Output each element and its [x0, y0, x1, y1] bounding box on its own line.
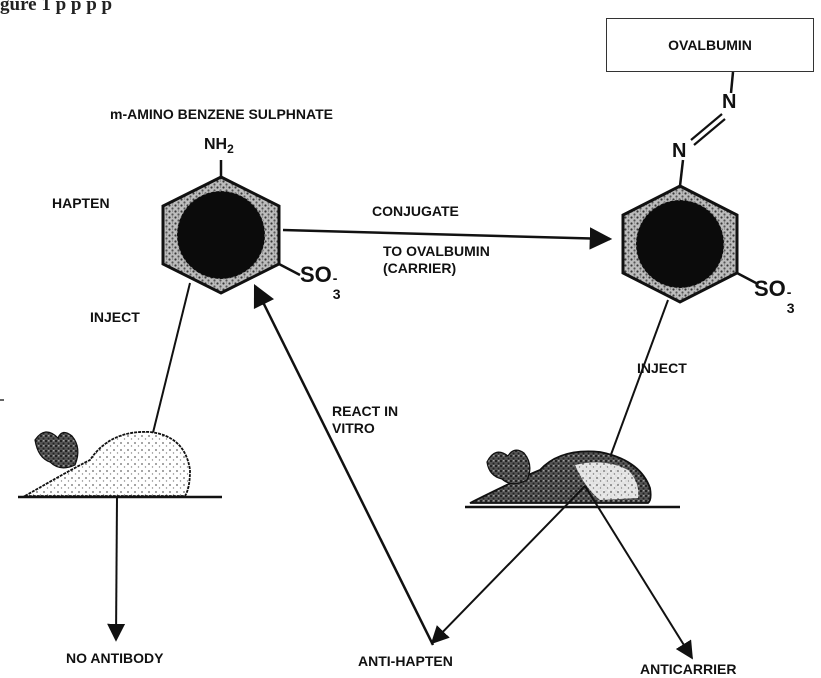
react-in-vitro-arrow	[253, 283, 435, 646]
right-mouse-illustration	[465, 449, 680, 509]
left-sulfonate-subscript: 3	[332, 286, 341, 302]
azo-n-bottom: N	[672, 140, 687, 162]
azo-n-top: N	[722, 91, 737, 113]
right-sulfonate-bond	[736, 271, 757, 285]
right-sulfonate-label: SO-3	[754, 276, 798, 316]
anti-hapten-arrow	[430, 485, 586, 645]
ovalbumin-label: OVALBUMIN	[668, 37, 752, 53]
anticarrier-arrow	[584, 485, 693, 660]
conjugate-arrow	[282, 227, 613, 250]
inject-left-label: INJECT	[90, 309, 140, 325]
hapten-name-label: m-AMINO BENZENE SULPHNATE	[110, 106, 333, 122]
caption-fragment: gure 1 p p p p	[0, 0, 112, 16]
left-sulfonate-label: SO-3	[300, 262, 344, 302]
right-sulfonate-symbol: SO	[754, 276, 786, 301]
amino-subscript: 2	[227, 142, 234, 157]
hapten-role-label: HAPTEN	[52, 195, 110, 211]
no-antibody-arrow	[107, 496, 126, 642]
right-benzene-ring	[621, 184, 739, 304]
conjugate-label: CONJUGATE	[372, 203, 459, 219]
left-benzene-ring	[161, 175, 281, 295]
anti-hapten-label: ANTI-HAPTEN	[358, 653, 453, 669]
right-sulfonate-charge: -	[786, 284, 792, 300]
right-sulfonate-subscript: 3	[786, 300, 795, 316]
to-ovalbumin-label: TO OVALBUMIN	[383, 243, 490, 259]
n-to-ovalbumin-bond	[729, 71, 735, 94]
left-sulfonate-charge: -	[332, 270, 338, 286]
left-sulfonate-bond	[278, 262, 301, 277]
ring-to-n-bond	[678, 159, 685, 187]
no-antibody-label: NO ANTIBODY	[66, 650, 164, 666]
azo-double-bond	[690, 113, 726, 146]
inject-right-label: INJECT	[637, 360, 687, 376]
anticarrier-label: ANTICARRIER	[640, 661, 737, 677]
react-in-vitro-label-2: VITRO	[332, 420, 375, 436]
amino-group-symbol: NH	[204, 136, 228, 153]
left-mouse-illustration	[18, 431, 222, 499]
ovalbumin-box: OVALBUMIN	[606, 18, 814, 72]
react-in-vitro-label-1: REACT IN	[332, 403, 399, 419]
carrier-label: (CARRIER)	[383, 260, 457, 276]
amino-group-label: NH2	[204, 136, 234, 156]
figure-caption-text: gure 1 p p p p	[0, 0, 113, 15]
left-sulfonate-symbol: SO	[300, 262, 332, 287]
